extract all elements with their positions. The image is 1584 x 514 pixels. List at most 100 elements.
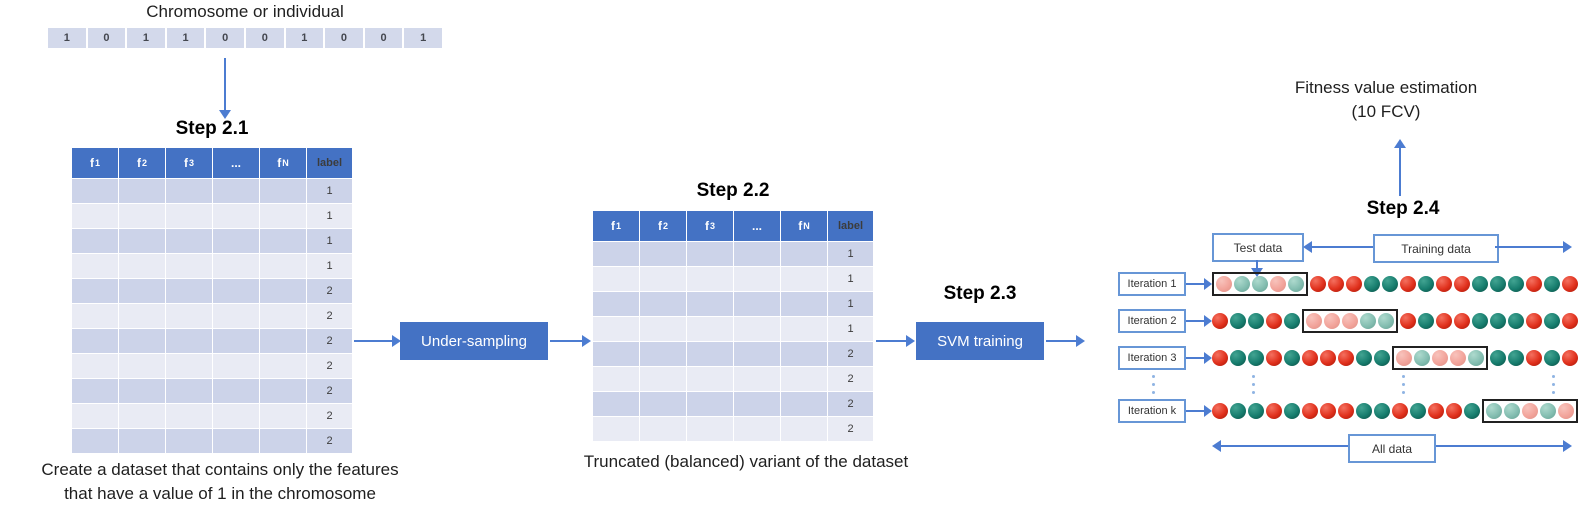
iteration-label: Iteration k (1118, 399, 1186, 423)
column-header: ... (213, 148, 259, 178)
red-dot (1526, 313, 1542, 329)
table-row: 1 (72, 254, 352, 278)
green-dot (1284, 403, 1300, 419)
green-dot (1284, 313, 1300, 329)
feature-cell (640, 267, 686, 291)
feature-cell (734, 417, 780, 441)
feature-cell (781, 317, 827, 341)
faded-green-dot (1468, 350, 1484, 366)
faded-green-dot (1288, 276, 1304, 292)
feature-cell (213, 329, 259, 353)
fitness-caption: Fitness value estimation (10 FCV) (1236, 76, 1536, 124)
feature-cell (119, 279, 165, 303)
step21-caption-line1: Create a dataset that contains only the … (41, 460, 399, 479)
test-data-box: Test data (1212, 233, 1304, 262)
red-dot (1212, 350, 1228, 366)
feature-cell (260, 379, 306, 403)
red-dot (1562, 350, 1578, 366)
green-dot (1508, 350, 1524, 366)
green-dot (1544, 313, 1560, 329)
iteration-label: Iteration 3 (1118, 346, 1186, 370)
red-dot (1428, 403, 1444, 419)
feature-cell (119, 304, 165, 328)
feature-cell (166, 354, 212, 378)
feature-cell (166, 329, 212, 353)
feature-cell (260, 304, 306, 328)
red-dot (1212, 403, 1228, 419)
label-cell: 2 (307, 354, 352, 378)
feature-cell (166, 204, 212, 228)
feature-cell (260, 254, 306, 278)
test-fold-outline (1482, 399, 1578, 423)
arrow-right-icon (1186, 405, 1212, 417)
green-dot (1508, 276, 1524, 292)
feature-cell (734, 242, 780, 266)
gene-cell: 0 (364, 28, 403, 48)
table-row: 2 (593, 342, 873, 366)
gene-cell: 1 (404, 28, 442, 48)
feature-cell (213, 179, 259, 203)
arrow-right-icon (1186, 315, 1212, 327)
feature-cell (640, 417, 686, 441)
feature-cell (640, 242, 686, 266)
feature-cell (781, 292, 827, 316)
red-dot (1436, 276, 1452, 292)
faded-red-dot (1522, 403, 1538, 419)
feature-cell (166, 229, 212, 253)
green-dot (1356, 403, 1372, 419)
faded-red-dot (1216, 276, 1232, 292)
label-cell: 2 (307, 279, 352, 303)
green-dot (1544, 350, 1560, 366)
green-dot (1230, 313, 1246, 329)
arrow-down-icon (1251, 260, 1263, 277)
feature-cell (593, 242, 639, 266)
label-cell: 2 (828, 417, 873, 441)
green-dot (1490, 276, 1506, 292)
gene-cell: 1 (166, 28, 205, 48)
feature-cell (593, 317, 639, 341)
test-fold-outline (1302, 309, 1398, 333)
green-dot (1464, 403, 1480, 419)
green-dot (1284, 350, 1300, 366)
red-dot (1562, 276, 1578, 292)
table-row: 1 (593, 242, 873, 266)
feature-cell (213, 354, 259, 378)
gene-cell: 0 (325, 28, 363, 48)
red-dot (1302, 403, 1318, 419)
feature-cell (72, 354, 118, 378)
red-dot (1266, 403, 1282, 419)
table-row: 1 (72, 179, 352, 203)
faded-red-dot (1396, 350, 1412, 366)
feature-cell (166, 429, 212, 453)
feature-cell (213, 429, 259, 453)
faded-red-dot (1306, 313, 1322, 329)
step22-title: Step 2.2 (696, 180, 770, 201)
feature-cell (166, 279, 212, 303)
green-dot (1364, 276, 1380, 292)
sample-dots-row (1212, 346, 1578, 370)
feature-cell (593, 417, 639, 441)
red-dot (1562, 313, 1578, 329)
feature-cell (72, 404, 118, 428)
arrow-right-icon (550, 335, 591, 347)
ellipsis-dots (1402, 375, 1405, 394)
arrow-right-icon (1186, 352, 1212, 364)
feature-cell (593, 342, 639, 366)
column-header: label (307, 148, 352, 178)
red-dot (1266, 350, 1282, 366)
label-cell: 1 (307, 204, 352, 228)
faded-red-dot (1450, 350, 1466, 366)
iteration-row: Iteration 1 (1118, 272, 1578, 296)
test-fold-outline (1212, 272, 1308, 296)
green-dot (1544, 276, 1560, 292)
ellipsis-dots (1152, 375, 1155, 394)
faded-green-dot (1378, 313, 1394, 329)
